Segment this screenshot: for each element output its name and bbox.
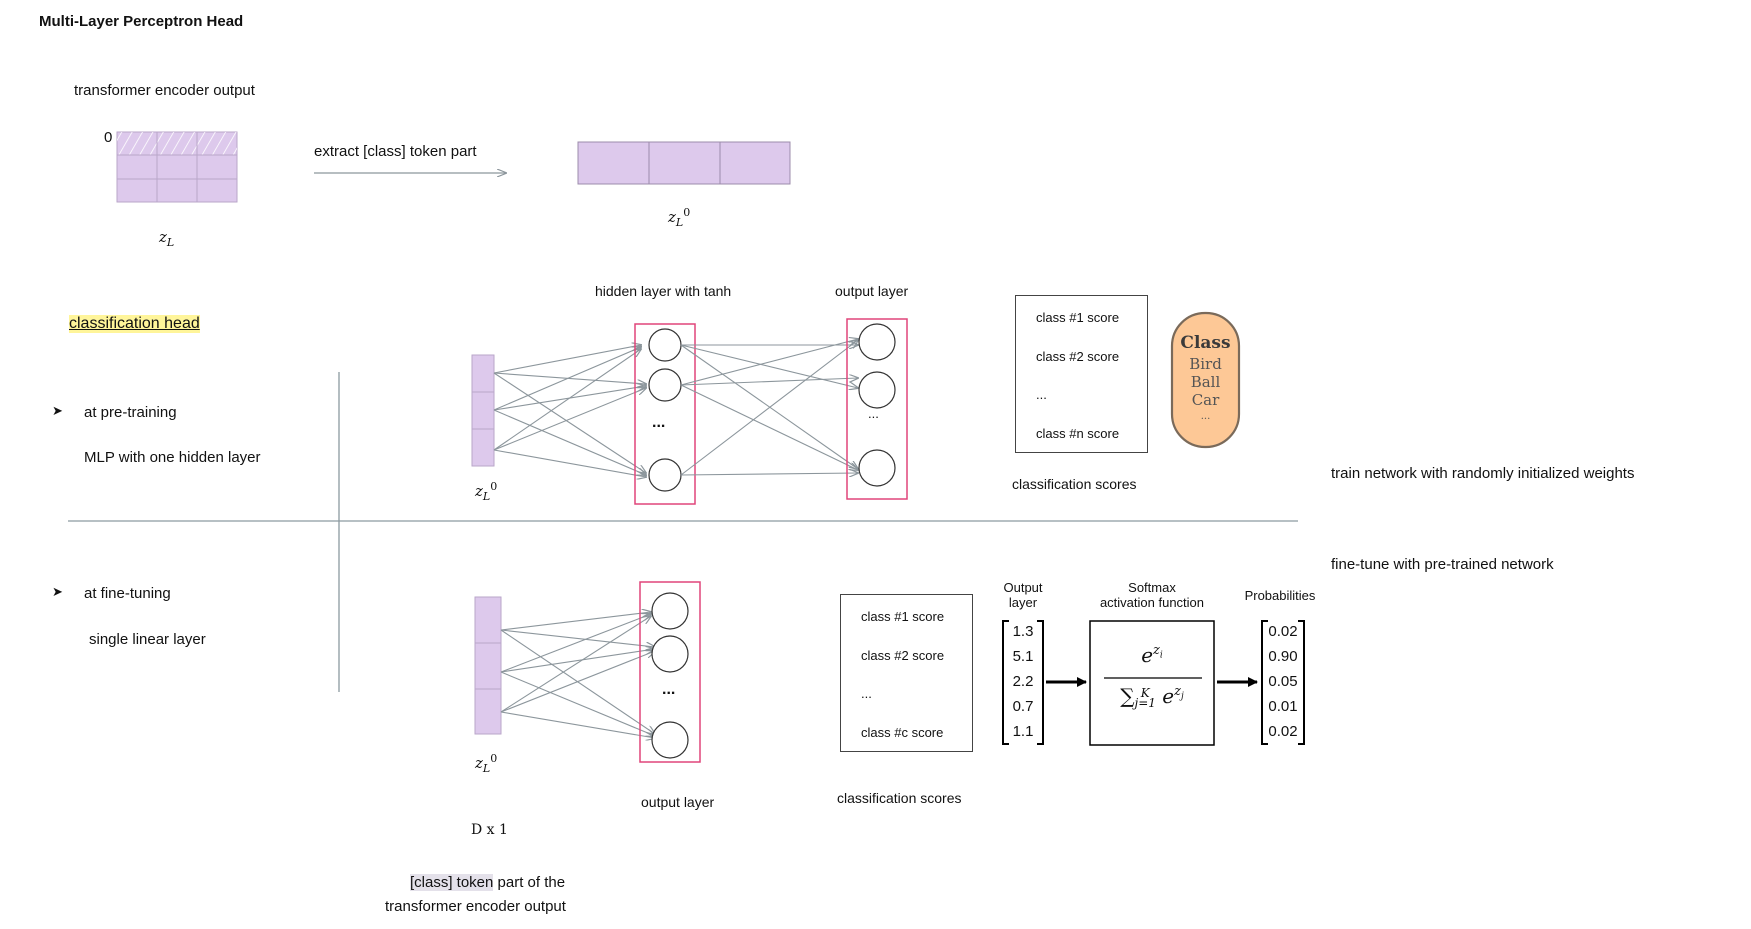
finetune-note: fine-tune with pre-trained network: [1331, 556, 1554, 573]
probability-value: 0.01: [1268, 698, 1298, 715]
pretrain-input-symbol: zL0: [475, 480, 498, 503]
score-row: class #n score: [1036, 426, 1120, 441]
hidden-dots: ...: [652, 414, 666, 431]
finetune-arrows: [500, 612, 655, 738]
class-card-item: ...: [1200, 411, 1211, 422]
probabilities-title: Probabilities: [1244, 588, 1316, 603]
class-card: [1170, 311, 1241, 449]
logit-value: 0.7: [1012, 698, 1034, 715]
output-layer-box-finetune: [639, 581, 701, 763]
score-row: class #2 score: [1036, 349, 1120, 364]
logit-value: 2.2: [1012, 673, 1034, 690]
logit-value: 5.1: [1012, 648, 1034, 665]
class-card-item: Ball: [1190, 373, 1221, 391]
finetune-scores-box: class #1 score class #2 score ... class …: [840, 594, 973, 752]
logit-brackets: [1002, 620, 1044, 745]
matrix-symbol: zL: [159, 228, 175, 249]
score-row: class #1 score: [861, 609, 945, 624]
finetune-subheading: single linear layer: [89, 631, 206, 648]
class-card-title: Class: [1180, 333, 1231, 353]
output-nodes-finetune: [651, 592, 689, 759]
pretrain-scores-caption: classification scores: [1012, 476, 1137, 492]
score-row: class #c score: [861, 725, 944, 740]
probability-value: 0.05: [1268, 673, 1298, 690]
pretrain-scores-box: class #1 score class #2 score ... class …: [1015, 295, 1148, 453]
finetune-scores-caption: classification scores: [837, 790, 962, 806]
class-card-item: Car: [1191, 391, 1220, 409]
probability-brackets: [1261, 620, 1305, 745]
output-title-1: Output: [1003, 580, 1043, 595]
page-title: Multi-Layer Perceptron Head: [39, 13, 244, 30]
class-token-vector: [577, 141, 791, 185]
probability-value: 0.02: [1268, 723, 1298, 740]
output-title-2: layer: [1008, 595, 1038, 610]
logit-value: 1.3: [1012, 623, 1034, 640]
logit-value: 1.1: [1012, 723, 1034, 740]
softmax-title-1: Softmax: [1128, 580, 1176, 595]
pretrain-arrows-hidden-out: [680, 339, 858, 475]
finetune-bullet-icon: ➤: [52, 584, 63, 599]
encoder-output-label: transformer encoder output: [74, 82, 255, 99]
extract-label: extract [class] token part: [314, 143, 477, 160]
dimension-label: D x 1: [471, 822, 508, 838]
output-layer-label-finetune: output layer: [641, 794, 715, 810]
softmax-title-2: activation function: [1099, 595, 1205, 610]
hidden-nodes: [648, 328, 682, 492]
pretrain-input-vector: [471, 354, 495, 467]
output-nodes-pretrain: [858, 323, 896, 487]
pretrain-arrows-in: [493, 345, 646, 477]
finetune-input-vector: [474, 596, 502, 735]
row-zero-label: 0: [104, 129, 113, 146]
softmax-numerator: ezi: [1141, 643, 1163, 667]
pretrain-heading: at pre-training: [84, 404, 177, 421]
finetune-dots: ...: [662, 681, 676, 698]
score-row: class #2 score: [861, 648, 945, 663]
probability-value: 0.02: [1268, 623, 1298, 640]
encoder-output-matrix: [116, 131, 238, 203]
hidden-layer-box: [634, 323, 696, 505]
output-layer-box-pretrain: [846, 318, 908, 500]
score-row: ...: [861, 686, 872, 701]
finetune-heading: at fine-tuning: [84, 585, 171, 602]
probability-value: 0.90: [1268, 648, 1298, 665]
hidden-layer-label: hidden layer with tanh: [595, 283, 732, 299]
score-row: ...: [1036, 387, 1047, 402]
classification-head-label: classification head: [69, 315, 200, 333]
pretrain-subheading: MLP with one hidden layer: [84, 449, 261, 466]
pretrain-note: train network with randomly initialized …: [1331, 465, 1635, 482]
token-caption-line2: transformer encoder output: [385, 898, 566, 915]
class-card-item: Bird: [1189, 355, 1222, 373]
class-token-symbol: zL0: [668, 206, 691, 229]
output-dots-pretrain: ...: [868, 406, 879, 421]
softmax-box: [1089, 620, 1215, 746]
finetune-input-symbol: zL0: [475, 752, 498, 775]
score-row: class #1 score: [1036, 310, 1120, 325]
token-caption-line1: [class] token part of the: [410, 874, 566, 891]
pretrain-bullet-icon: ➤: [52, 403, 63, 418]
output-layer-label-pretrain: output layer: [835, 283, 909, 299]
